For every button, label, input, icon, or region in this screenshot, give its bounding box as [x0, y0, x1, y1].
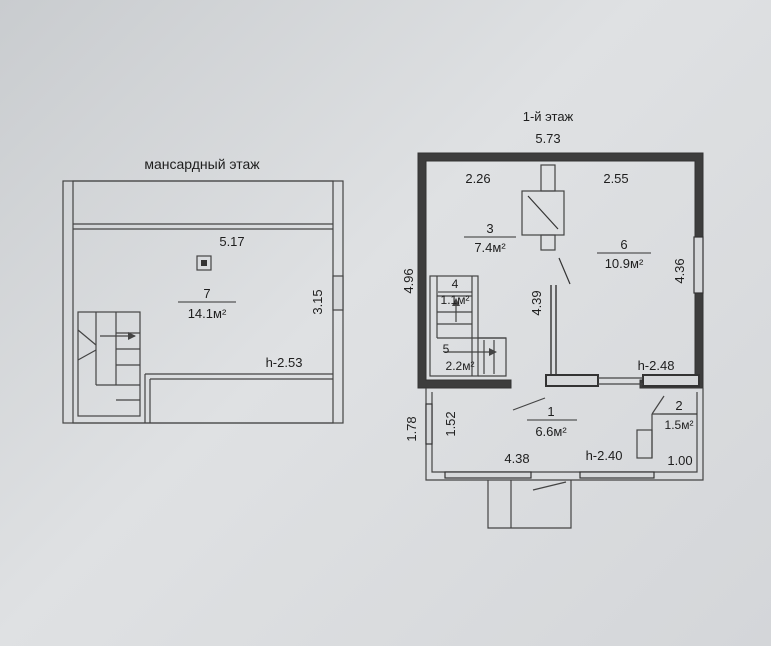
- attic-chimney: [196, 255, 212, 271]
- attic-height: h-2.53: [266, 355, 303, 370]
- room-label-2: 2 1.5м²: [660, 398, 697, 432]
- attic-room-number: 7: [203, 286, 210, 301]
- ground-bottom-window-right: [579, 471, 655, 479]
- svg-text:1: 1: [547, 404, 554, 419]
- svg-text:7.4м²: 7.4м²: [474, 240, 506, 255]
- room-label-3: 3 7.4м²: [464, 221, 516, 255]
- ground-dim-room6: 2.55: [603, 171, 628, 186]
- svg-text:6.6м²: 6.6м²: [535, 424, 567, 439]
- svg-text:3: 3: [486, 221, 493, 236]
- ground-height-main: h-2.48: [638, 358, 675, 373]
- attic-room-area: 14.1м²: [188, 306, 227, 321]
- ground-bottom-window-left: [444, 471, 532, 479]
- ground-dim-hall-bottom: 4.38: [504, 451, 529, 466]
- svg-text:2: 2: [675, 398, 682, 413]
- room-label-4: 4 1.1м²: [438, 277, 472, 307]
- attic-floor-plan: мансардный этаж: [62, 156, 344, 424]
- attic-dim-width: 5.17: [219, 234, 244, 249]
- ground-stove-diagonal: [527, 195, 559, 230]
- svg-text:1.5м²: 1.5м²: [665, 418, 694, 432]
- attic-chimney-core: [201, 260, 207, 266]
- ground-dim-left: 4.96: [401, 268, 416, 293]
- ground-floor-plan: 1-й этаж 5.73: [401, 109, 704, 529]
- ground-dim-top: 5.73: [535, 131, 560, 146]
- svg-text:6: 6: [620, 237, 627, 252]
- ground-door-swing-entry: [532, 481, 567, 491]
- ground-hall-window: [425, 403, 433, 445]
- attic-dim-depth: 3.15: [310, 289, 325, 314]
- attic-title: мансардный этаж: [144, 156, 260, 172]
- svg-text:4: 4: [452, 277, 459, 291]
- ground-door-swing-2: [651, 395, 665, 415]
- ground-room2-fixture: [636, 429, 653, 459]
- attic-stair: [77, 311, 141, 417]
- ground-door-swing-6: [558, 257, 571, 285]
- attic-window: [332, 275, 344, 311]
- ground-chimney-top: [540, 164, 556, 192]
- ground-dim-room3: 2.26: [465, 171, 490, 186]
- ground-window-right: [693, 236, 704, 294]
- ground-dim-hall-left-inner: 1.52: [443, 411, 458, 436]
- ground-chimney-bottom: [540, 234, 556, 251]
- svg-text:10.9м²: 10.9м²: [605, 256, 644, 271]
- ground-stair-block: [429, 275, 507, 377]
- ground-height-hall: h-2.40: [586, 448, 623, 463]
- room-label-5: 5 2.2м²: [443, 342, 475, 373]
- svg-text:2.2м²: 2.2м²: [446, 359, 475, 373]
- svg-text:1.1м²: 1.1м²: [441, 293, 470, 307]
- ground-dim-hall-left-outer: 1.78: [404, 416, 419, 441]
- ground-door-swing-1: [512, 397, 546, 411]
- ground-mid-wall-left: [545, 374, 599, 387]
- ground-dim-right: 4.36: [672, 258, 687, 283]
- ground-dim-partition: 4.39: [529, 290, 544, 315]
- ground-porch: [487, 480, 572, 529]
- ground-title: 1-й этаж: [523, 109, 574, 124]
- ground-mid-wall-right: [642, 374, 700, 387]
- room-label-1: 1 6.6м²: [527, 404, 577, 439]
- room-label-6: 6 10.9м²: [597, 237, 651, 271]
- svg-text:5: 5: [443, 342, 450, 356]
- ground-dim-room2: 1.00: [667, 453, 692, 468]
- ground-outer-wall: [417, 152, 704, 389]
